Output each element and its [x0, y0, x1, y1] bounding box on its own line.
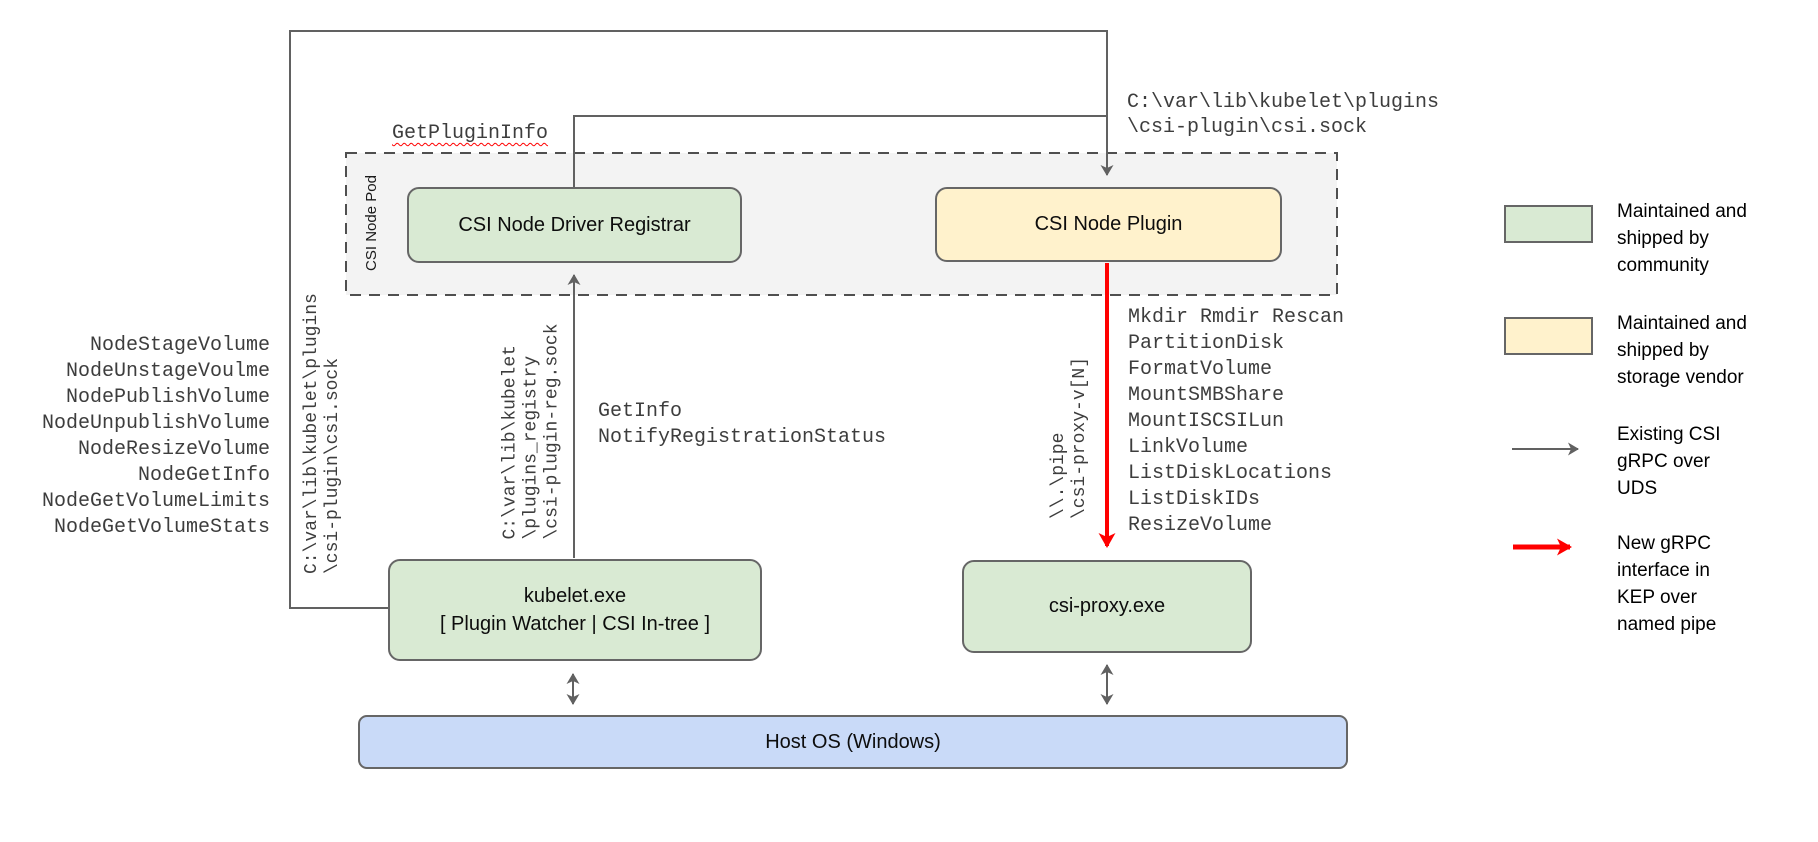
- registration-sock-path-label: C:\var\lib\kubelet \plugins_registry \cs…: [500, 323, 563, 540]
- legend-label-community: Maintained and shipped by community: [1617, 201, 1747, 276]
- csi-proxy-label: csi-proxy.exe: [1048, 595, 1166, 617]
- kubelet-label: kubelet.exe: [523, 585, 627, 607]
- kubelet-csi-calls-list: NodeStageVolume NodeUnstageVoulme NodePu…: [41, 334, 270, 539]
- host-os-box: Host OS (Windows): [358, 715, 1348, 769]
- csi-sock-path-label: C:\var\lib\kubelet\plugins \csi-plugin\c…: [1127, 91, 1440, 139]
- kubelet-sublabel: [ Plugin Watcher | CSI In-tree ]: [439, 613, 711, 635]
- legend-label-new-grpc-named-pipe: New gRPC interface in KEP over named pip…: [1617, 533, 1717, 635]
- csi-node-pod-label: CSI Node Pod: [363, 175, 380, 271]
- csi-sock-path-vertical-label: C:\var\lib\kubelet\plugins \csi-plugin\c…: [302, 293, 343, 574]
- legend-swatch-community: [1504, 205, 1593, 243]
- csi-node-driver-registrar-label: CSI Node Driver Registrar: [458, 213, 691, 236]
- csi-node-plugin-box: CSI Node Plugin: [935, 187, 1282, 262]
- legend-label-vendor: Maintained and shipped by storage vendor: [1617, 313, 1747, 388]
- registrar-getplugininfo-line: [573, 115, 1106, 187]
- csi-node-driver-registrar-box: CSI Node Driver Registrar: [407, 187, 742, 263]
- legend-label-existing-grpc-uds: Existing CSI gRPC over UDS: [1617, 424, 1721, 499]
- csi-node-plugin-label: CSI Node Plugin: [1034, 213, 1183, 235]
- host-os-label: Host OS (Windows): [765, 730, 941, 753]
- csi-proxy-calls-list: Mkdir Rmdir Rescan PartitionDisk FormatV…: [1128, 306, 1345, 537]
- kubelet-box: kubelet.exe [ Plugin Watcher | CSI In-tr…: [388, 559, 762, 661]
- legend-swatch-vendor: [1504, 317, 1593, 355]
- named-pipe-path-label: \\.\pipe \csi-proxy-v[N]: [1049, 356, 1090, 519]
- registration-calls-list: GetInfo NotifyRegistrationStatus: [598, 400, 887, 449]
- kubelet-to-plugin-uds-arrow: [289, 30, 1114, 609]
- csi-proxy-box: csi-proxy.exe: [962, 560, 1252, 653]
- getplugininfo-label: GetPluginInfo: [392, 122, 549, 145]
